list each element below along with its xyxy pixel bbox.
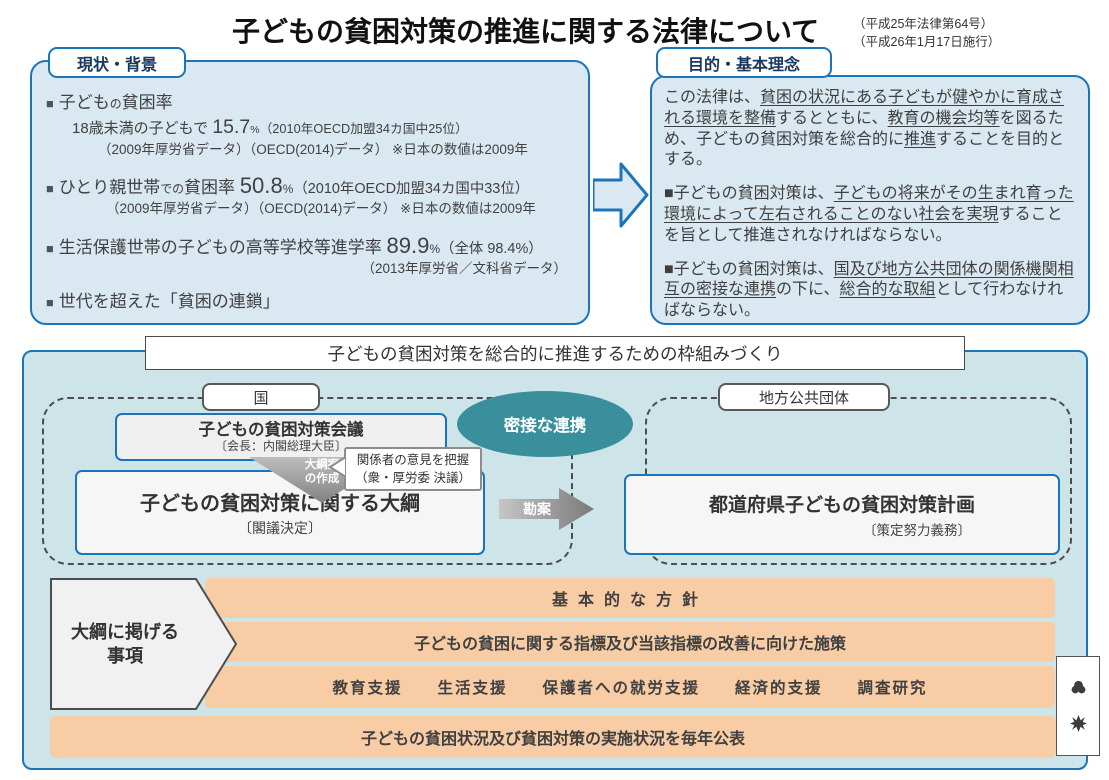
- prefecture-plan-sub: 〔策定努力義務〕: [863, 523, 971, 538]
- purpose-header-badge: 目的・基本理念: [656, 47, 832, 78]
- callout-line-2: （衆・厚労委 決議）: [355, 471, 471, 485]
- principle-paragraph-2: ■子どもの貧困対策は、国及び地方公共団体の関係機関相互の密接な連携の下に、総合的…: [664, 260, 1074, 320]
- law-references: （平成25年法律第64号） （平成26年1月17日施行）: [853, 16, 1000, 51]
- callout-pointer-icon: [328, 455, 347, 484]
- row-annual-report: 子どもの貧困状況及び貧困対策の実施状況を毎年公表: [50, 716, 1056, 758]
- enforcement-date: （平成26年1月17日施行）: [853, 34, 1001, 49]
- outline-sub: 〔閣議決定〕: [238, 520, 322, 536]
- national-label: 国: [202, 383, 320, 411]
- prefecture-plan-title: 都道府県子どもの貧困対策計画: [708, 495, 975, 516]
- bullet-single-parent-source: （2009年厚労省データ）（OECD(2014)データ） ※日本の数値は2009…: [106, 201, 536, 217]
- bullet-welfare-source: （2013年厚労省／文科省データ）: [361, 260, 567, 276]
- bullet-welfare-households: ■生活保護世帯の子どもの高等学校等進学率 89.9%（全体 98.4%）: [46, 232, 543, 258]
- list-item: ■生活保護世帯の子どもの高等学校等進学率 89.9%（全体 98.4%） （20…: [46, 232, 581, 279]
- purpose-panel: [650, 75, 1090, 325]
- council-chair: 〔会長：内閣総理大臣〕: [214, 438, 347, 453]
- council-title: 子どもの貧困対策会議: [198, 420, 364, 439]
- opinions-callout: 関係者の意見を把握 （衆・厚労委 決議）: [344, 447, 482, 491]
- background-content: ■子どもの貧困率 18歳未満の子どもで 15.7%（2010年OECD加盟34カ…: [46, 92, 581, 326]
- outline-box: 子どもの貧困対策に関する大綱 〔閣議決定〕: [75, 470, 485, 555]
- law-number: （平成25年法律第64号）: [853, 17, 994, 31]
- burst-stamp-icon[interactable]: [1069, 715, 1087, 732]
- list-item: ■子どもの貧困率 18歳未満の子どもで 15.7%（2010年OECD加盟34カ…: [46, 92, 581, 159]
- blob-stamp-icon[interactable]: [1070, 680, 1087, 695]
- draft-arrow-label: 大綱案 の作成: [304, 459, 340, 485]
- consider-arrow-label: 勘案: [523, 501, 551, 517]
- prefecture-plan-box: 都道府県子どもの貧困対策計画 〔策定努力義務〕: [624, 474, 1060, 555]
- matters-label: 大綱に掲げる 事項: [71, 621, 179, 666]
- row-support-measures: 教育支援 生活支援 保護者への就労支援 経済的支援 調査研究: [205, 666, 1055, 708]
- outline-title: 子どもの貧困対策に関する大綱: [140, 493, 420, 515]
- purpose-paragraph: この法律は、貧困の状況にある子どもが健やかに育成される環境を整備するとともに、教…: [664, 89, 1065, 169]
- council-box: 子どもの貧困対策会議 〔会長：内閣総理大臣〕: [115, 413, 447, 461]
- framework-banner: 子どもの貧困対策を総合的に推進するための枠組みづくり: [145, 336, 965, 370]
- row-basic-policy: 基本的な方針: [205, 578, 1055, 618]
- bullet-poverty-chain: ■世代を超えた「貧困の連鎖」: [46, 292, 280, 312]
- bullet-poverty-rate-source: （2009年厚労省データ）（OECD(2014)データ） ※日本の数値は2009…: [98, 141, 528, 157]
- bullet-poverty-rate: ■子どもの貧困率: [46, 93, 173, 112]
- row-indicators: 子どもの貧困に関する指標及び当該指標の改善に向けた施策: [205, 622, 1055, 662]
- bullet-single-parent: ■ひとり親世帯での貧困率 50.8%（2010年OECD加盟34カ国中33位）: [46, 173, 530, 199]
- background-panel: [30, 60, 590, 325]
- matters-chevron: 大綱に掲げる 事項: [50, 578, 238, 710]
- principle-paragraph-1: ■子どもの貧困対策は、子どもの将来がその生まれ育った環境によって左右されることの…: [664, 185, 1074, 244]
- local-government-label: 地方公共団体: [718, 383, 890, 411]
- list-item: ■世代を超えた「貧困の連鎖」: [46, 291, 581, 312]
- page-title: 子どもの貧困対策の推進に関する法律について: [232, 16, 820, 47]
- annotation-side-panel: [1056, 656, 1100, 756]
- background-header-badge: 現状・背景: [48, 47, 186, 78]
- bullet-poverty-rate-detail: 18歳未満の子どもで 15.7%（2010年OECD加盟34カ国中25位）: [72, 116, 468, 139]
- callout-line-1: 関係者の意見を把握: [356, 452, 470, 467]
- right-arrow-icon: [591, 162, 649, 233]
- purpose-content: この法律は、貧困の状況にある子どもが健やかに育成される環境を整備するとともに、教…: [664, 88, 1078, 335]
- close-cooperation-ellipse: 密接な連携: [457, 391, 633, 457]
- list-item: ■ひとり親世帯での貧困率 50.8%（2010年OECD加盟34カ国中33位） …: [46, 172, 581, 219]
- consider-arrow: 勘案: [499, 487, 595, 531]
